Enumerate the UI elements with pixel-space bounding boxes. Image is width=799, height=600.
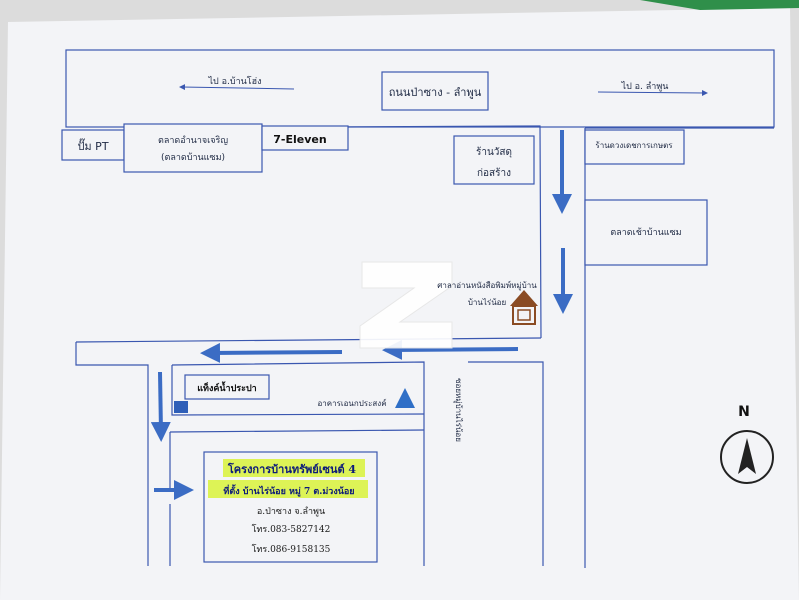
arrow-to-banhong (179, 84, 295, 91)
to-lamphun-label: ไป อ. ลำพูน (621, 81, 669, 92)
z-watermark-icon (359, 261, 453, 349)
morning-market-box (584, 199, 708, 266)
inner-road-top (171, 361, 425, 566)
water-tank-box (184, 374, 270, 400)
route-arrow-left-2 (200, 342, 343, 363)
seven-eleven-box (261, 125, 349, 151)
main-road-label-box (381, 71, 489, 111)
table-corner (640, 0, 799, 10)
square-marker-icon (174, 401, 188, 413)
reading-hall-label-line2: บ้านไร่น้อย (468, 298, 506, 307)
kaset-shop-box (584, 129, 685, 165)
project-phone-2: โทร.086-9158135 (252, 544, 331, 555)
compass-icon (720, 430, 774, 484)
reading-hall-label-line1: ศาลาอ่านหนังสือพิมพ์หมู่บ้าน (437, 280, 537, 291)
triangle-marker-icon (395, 388, 415, 408)
construction-label-line1: ร้านวัสดุ (476, 146, 512, 158)
lower-block (169, 429, 425, 433)
compass-n-label: N (738, 404, 750, 420)
market-label-line1: ตลาดอำนาจเจริญ (158, 135, 228, 146)
inner-block (171, 365, 425, 416)
construction-shop-box (453, 135, 535, 185)
side-road-outline (468, 361, 544, 566)
sala-hut-icon (510, 290, 538, 325)
project-phone-1: โทร.083-5827142 (252, 524, 331, 535)
side-road-label: ซอยหมู่บ้านไร่น้อย (453, 378, 463, 442)
route-arrow-left-1 (382, 339, 519, 360)
secondary-road-top (75, 337, 542, 343)
secondary-road-bottom (75, 342, 149, 566)
route-arrow-down-3 (150, 371, 171, 442)
construction-label-line2: ก่อสร้าง (477, 167, 511, 179)
arrow-to-lamphun (597, 89, 708, 96)
highlight-title (223, 459, 365, 477)
water-tank-label: แท็งค์น้ำประปา (197, 381, 257, 394)
project-title: โครงการบ้านทรัพย์เซนต์ 4 (227, 462, 357, 476)
project-location: ที่ตั้ง บ้านไร่น้อย หมู่ 7 ต.ม่วงน้อย (223, 484, 354, 497)
project-district: อ.ป่าซาง จ.ลำพูน (257, 506, 325, 517)
pump-pt-label: ปั๊ม PT (77, 138, 108, 153)
highlight-location (208, 480, 368, 498)
main-road-label: ถนนป่าซาง - ลำพูน (389, 86, 482, 99)
morning-market-label: ตลาดเช้าบ้านแซม (610, 227, 681, 238)
market-box (123, 123, 263, 173)
market-label-line2: (ตลาดบ้านแซม) (161, 152, 225, 163)
multipurpose-building-label: อาคารเอนกประสงค์ (317, 398, 386, 408)
to-banhong-label: ไป อ.บ้านโฮ่ง (207, 76, 261, 87)
seven-eleven-label: 7-Eleven (273, 133, 326, 146)
kaset-shop-label: ร้านดวงเดชการเกษตร (595, 141, 673, 150)
